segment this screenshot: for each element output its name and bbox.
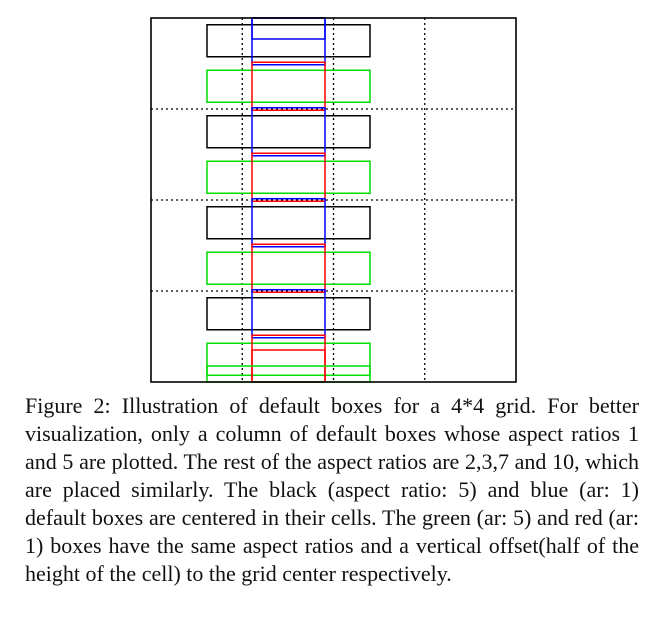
- green-default-box: [206, 69, 371, 103]
- blue-default-box: [251, 198, 326, 248]
- red-default-box: [251, 61, 326, 111]
- default-boxes: [206, 17, 371, 383]
- blue-default-box: [251, 289, 326, 339]
- black-default-box: [206, 206, 371, 240]
- grid-lines: [151, 18, 516, 382]
- blue-default-box: [251, 107, 326, 157]
- default-boxes-figure: [150, 17, 517, 383]
- blue-default-box: [251, 17, 326, 40]
- red-default-box: [251, 243, 326, 293]
- green-default-box: [206, 342, 371, 376]
- red-default-box: [251, 152, 326, 202]
- green-default-box: [206, 365, 371, 383]
- green-default-box: [206, 160, 371, 194]
- green-default-box: [206, 251, 371, 285]
- grid-frame: [150, 17, 517, 383]
- figure-caption: Figure 2: Illustration of default boxes …: [25, 393, 639, 586]
- black-default-box: [206, 24, 371, 58]
- black-default-box: [206, 297, 371, 331]
- black-default-box: [206, 115, 371, 149]
